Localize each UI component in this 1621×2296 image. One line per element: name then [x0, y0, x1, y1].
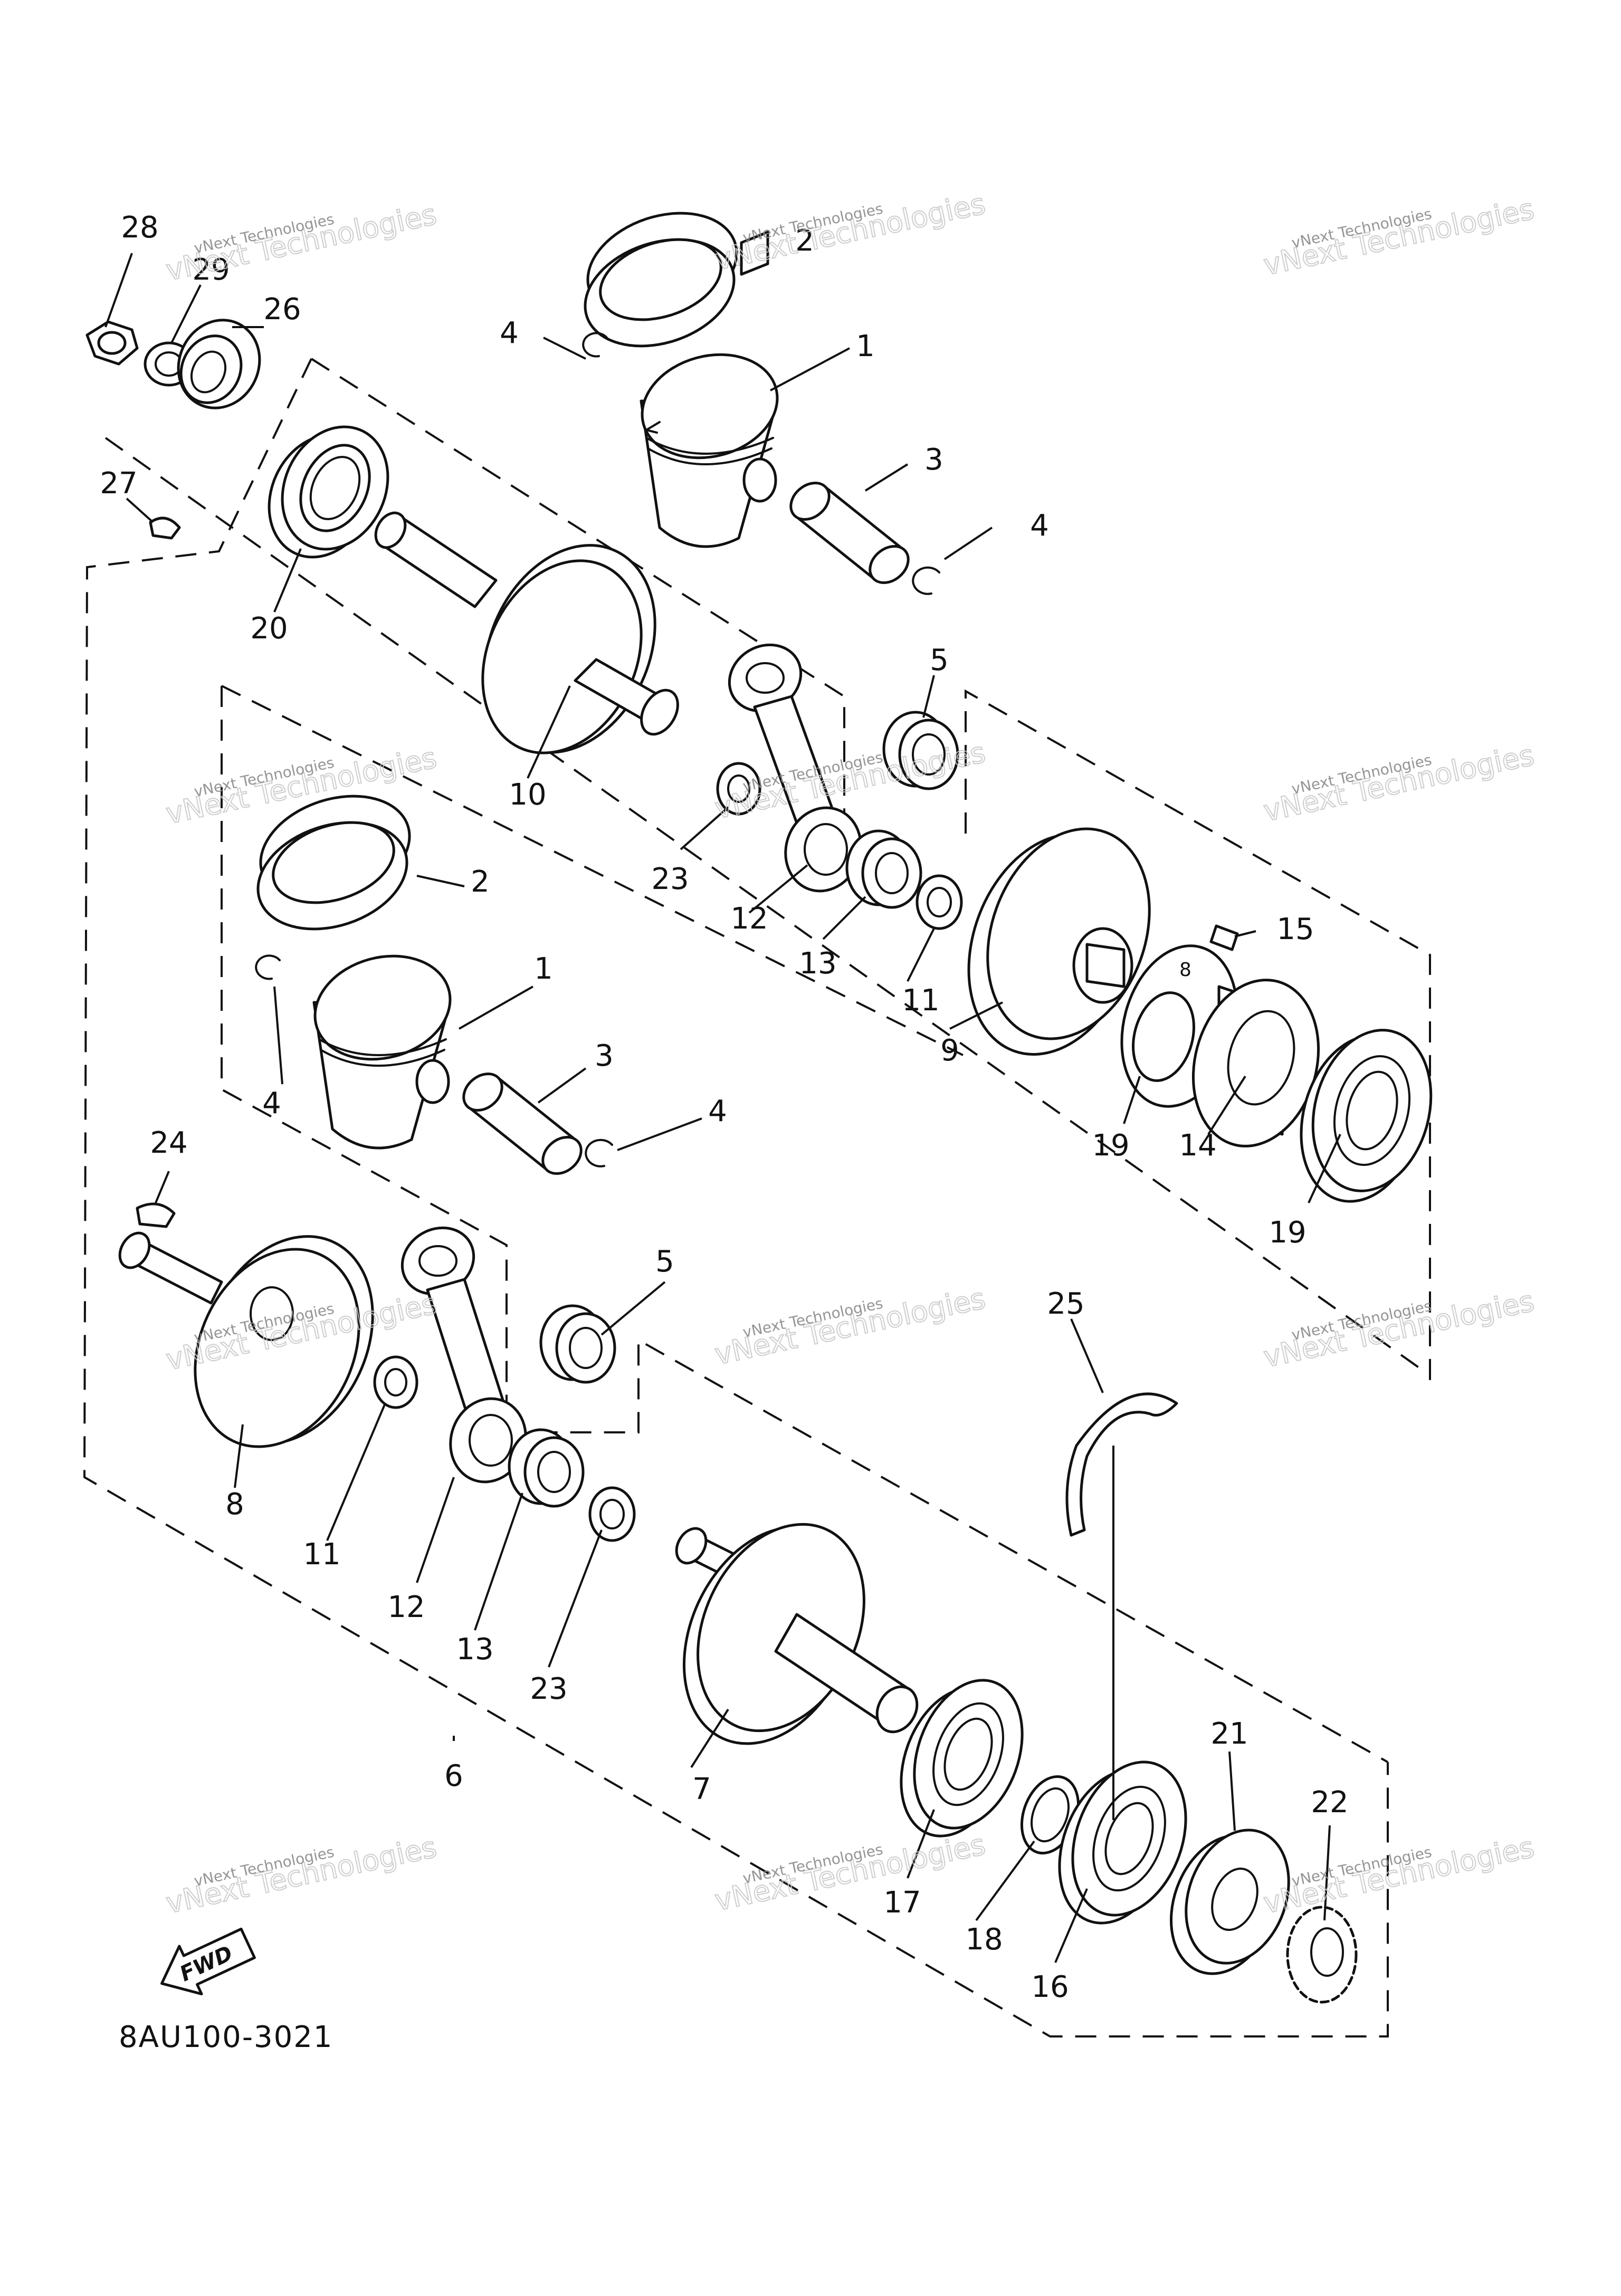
con-rod-upper	[728, 643, 862, 893]
callout-5-upper: 5	[930, 643, 949, 677]
callout-24: 24	[150, 1126, 187, 1160]
callout-6: 6	[444, 1759, 463, 1793]
callout-12-upper: 12	[730, 902, 768, 936]
callout-5-lower: 5	[655, 1245, 674, 1279]
callout-27: 27	[100, 466, 137, 501]
callout-14: 14	[1179, 1128, 1216, 1163]
needle-bearings-upper	[845, 711, 959, 909]
callout-1-upper: 1	[856, 329, 875, 363]
piston-rings-lower	[256, 795, 411, 931]
bearing-mark-8: 8	[1179, 959, 1191, 981]
callout-2-upper: 2	[795, 224, 814, 258]
lower-right-bearings	[900, 1679, 1358, 2004]
crank-half-upper	[374, 511, 679, 754]
callout-12-lower: 12	[387, 1590, 425, 1624]
callout-16: 16	[1031, 1970, 1069, 2004]
callout-18: 18	[965, 1922, 1003, 1957]
forward-arrow: FWD	[160, 1927, 256, 1996]
callout-29: 29	[192, 253, 230, 287]
circlips-pin-lower	[255, 954, 613, 1175]
callout-1-lower: 1	[534, 952, 553, 986]
callout-10: 10	[509, 778, 546, 812]
callout-25: 25	[1047, 1287, 1084, 1321]
callout-19-right: 19	[1269, 1216, 1306, 1250]
callout-28: 28	[121, 211, 158, 245]
callout-13-lower: 13	[456, 1632, 493, 1667]
callout-20: 20	[250, 611, 288, 646]
piston-pin-upper	[789, 482, 910, 584]
callout-22: 22	[1311, 1785, 1348, 1820]
callout-11-upper: 11	[902, 983, 939, 1018]
lower-small-parts	[373, 1304, 636, 1542]
callout-26: 26	[263, 292, 301, 327]
callout-23-upper: 23	[651, 862, 689, 896]
piston-lower	[312, 954, 452, 1150]
callout-7: 7	[692, 1772, 711, 1806]
bearing-upper-left	[268, 425, 389, 559]
callout-4-lower-a: 4	[262, 1086, 281, 1121]
right-bearings: 8	[1120, 924, 1433, 1203]
callout-13-upper: 13	[799, 946, 836, 981]
callout-9: 9	[940, 1034, 959, 1068]
callout-19-left: 19	[1092, 1128, 1129, 1163]
washers-upper	[716, 762, 963, 930]
piston-rings-upper	[584, 212, 769, 348]
callout-4-lower-b: 4	[708, 1094, 727, 1128]
leader-lines	[104, 253, 1341, 1963]
callout-23-lower: 23	[530, 1672, 567, 1706]
callout-3-upper: 3	[924, 443, 943, 477]
circlips-upper	[582, 332, 940, 595]
con-rod-lower	[401, 1226, 527, 1484]
clip-25	[1065, 1392, 1178, 1537]
callout-4-upper-a: 4	[500, 316, 519, 350]
callout-2-lower: 2	[471, 865, 490, 899]
crank-web-right	[967, 827, 1151, 1056]
assembly-outlines	[83, 358, 1431, 2037]
callout-21: 21	[1210, 1717, 1248, 1751]
callout-4-upper-b: 4	[1030, 509, 1049, 543]
crank-half-lower-right	[675, 1523, 919, 1745]
callout-11-lower: 11	[303, 1537, 340, 1572]
callout-labels: 28 29 26 27 20 4 2 1 3 4 10 5 23 12 13 1…	[100, 211, 1348, 2004]
crank-half-lower-left	[118, 1231, 374, 1448]
callout-15: 15	[1276, 912, 1314, 946]
piston-upper	[640, 353, 779, 548]
callout-3-lower: 3	[595, 1039, 614, 1073]
callout-8: 8	[225, 1487, 244, 1522]
callout-17: 17	[883, 1886, 921, 1920]
nut-washer-seal	[85, 319, 261, 540]
key-24	[136, 1202, 176, 1228]
diagram-code: 8AU100-3021	[119, 2020, 333, 2054]
